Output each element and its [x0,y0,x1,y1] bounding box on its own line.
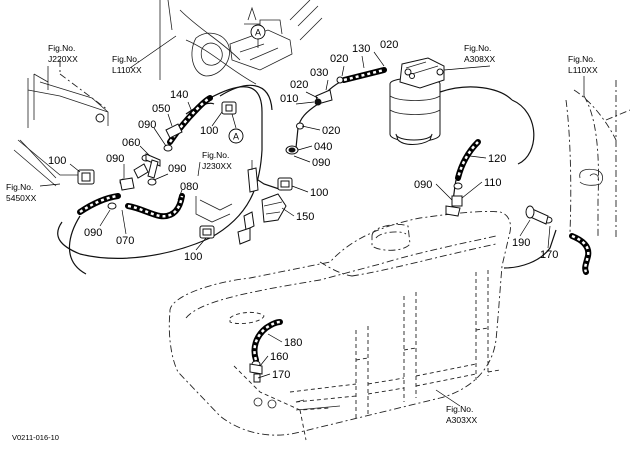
fig-ref-a303-line1: Fig.No. [446,404,473,414]
part-label-090: 090 [106,153,124,165]
fig-ref-j220-line1: Fig.No. [48,43,75,53]
fig-ref-a303-line2: A303XX [446,415,478,425]
part-label-100: 100 [48,155,66,167]
part-label-080: 080 [180,181,198,193]
frame-bracket-j220 [27,60,109,128]
callout-a-2-text: A [233,132,239,142]
part-label-100: 100 [200,125,218,137]
diagram-code: V0211-016-10 [12,433,59,442]
part-label-100: 100 [184,251,202,263]
fig-ref-l110-right-line2: L110XX [568,65,598,75]
fig-ref-l110-right: Fig.No. L110XX [568,54,598,75]
fig-ref-j230-line1: Fig.No. [202,150,229,160]
fig-ref-j230: Fig.No. J230XX [202,150,232,171]
engine-frame-l110 [159,0,323,85]
fig-ref-j220: Fig.No. J220XX [48,43,78,64]
part-label-110: 110 [484,177,502,189]
fig-ref-l110-top: Fig.No. L110XX [112,54,142,75]
part-label-020: 020 [322,125,340,137]
part-label-020: 020 [380,39,398,51]
part-label-130: 130 [352,43,370,55]
fig-ref-l110-top-line2: L110XX [112,65,142,75]
fig-ref-5450: Fig.No. 5450XX [6,182,37,203]
fig-ref-a308-line1: Fig.No. [464,43,491,53]
part-label-150: 150 [296,211,314,223]
part-label-140: 140 [170,89,188,101]
part-label-170: 170 [540,249,558,261]
fig-ref-a308: Fig.No. A308XX [464,43,496,64]
frame-right-l110 [565,80,630,240]
callout-a-2: A [228,113,244,144]
part-label-090: 090 [168,163,186,175]
fig-ref-j220-line2: J220XX [48,54,78,64]
part-label-060: 060 [122,137,140,149]
label-leaders [69,55,551,379]
fig-ref-5450-line1: Fig.No. [6,182,33,192]
part-label-030: 030 [310,67,328,79]
part-label-090: 090 [414,179,432,191]
part-label-020: 020 [290,79,308,91]
part-label-170: 170 [272,369,290,381]
part-label-190: 190 [512,237,530,249]
part-label-010: 010 [280,93,298,105]
fig-ref-j230-line2: J230XX [202,161,232,171]
part-label-050: 050 [152,103,170,115]
part-label-090: 090 [84,227,102,239]
part-label-090: 090 [312,157,330,169]
leader-lines [39,35,585,407]
part-label-070: 070 [116,235,134,247]
callout-a-1: A [250,24,266,48]
fig-ref-a303: Fig.No. A303XX [446,404,478,425]
part-label-160: 160 [270,351,288,363]
fuel-filter [389,57,445,145]
part-label-180: 180 [284,337,302,349]
fuel-tank [168,211,511,441]
fig-ref-5450-line2: 5450XX [6,193,37,203]
fig-ref-a308-line2: A308XX [464,54,496,64]
part-labels: 130 020 020 030 020 010 020 040 090 140 … [48,39,558,381]
part-label-090: 090 [138,119,156,131]
frame-left-5450 [13,139,78,187]
part-label-100: 100 [310,187,328,199]
fig-ref-l110-right-line1: Fig.No. [568,54,595,64]
fittings [77,76,553,383]
part-label-020: 020 [330,53,348,65]
part-label-040: 040 [314,141,332,153]
fig-ref-l110-top-line1: Fig.No. [112,54,139,64]
part-label-120: 120 [488,153,506,165]
callout-a-1-text: A [255,28,261,38]
